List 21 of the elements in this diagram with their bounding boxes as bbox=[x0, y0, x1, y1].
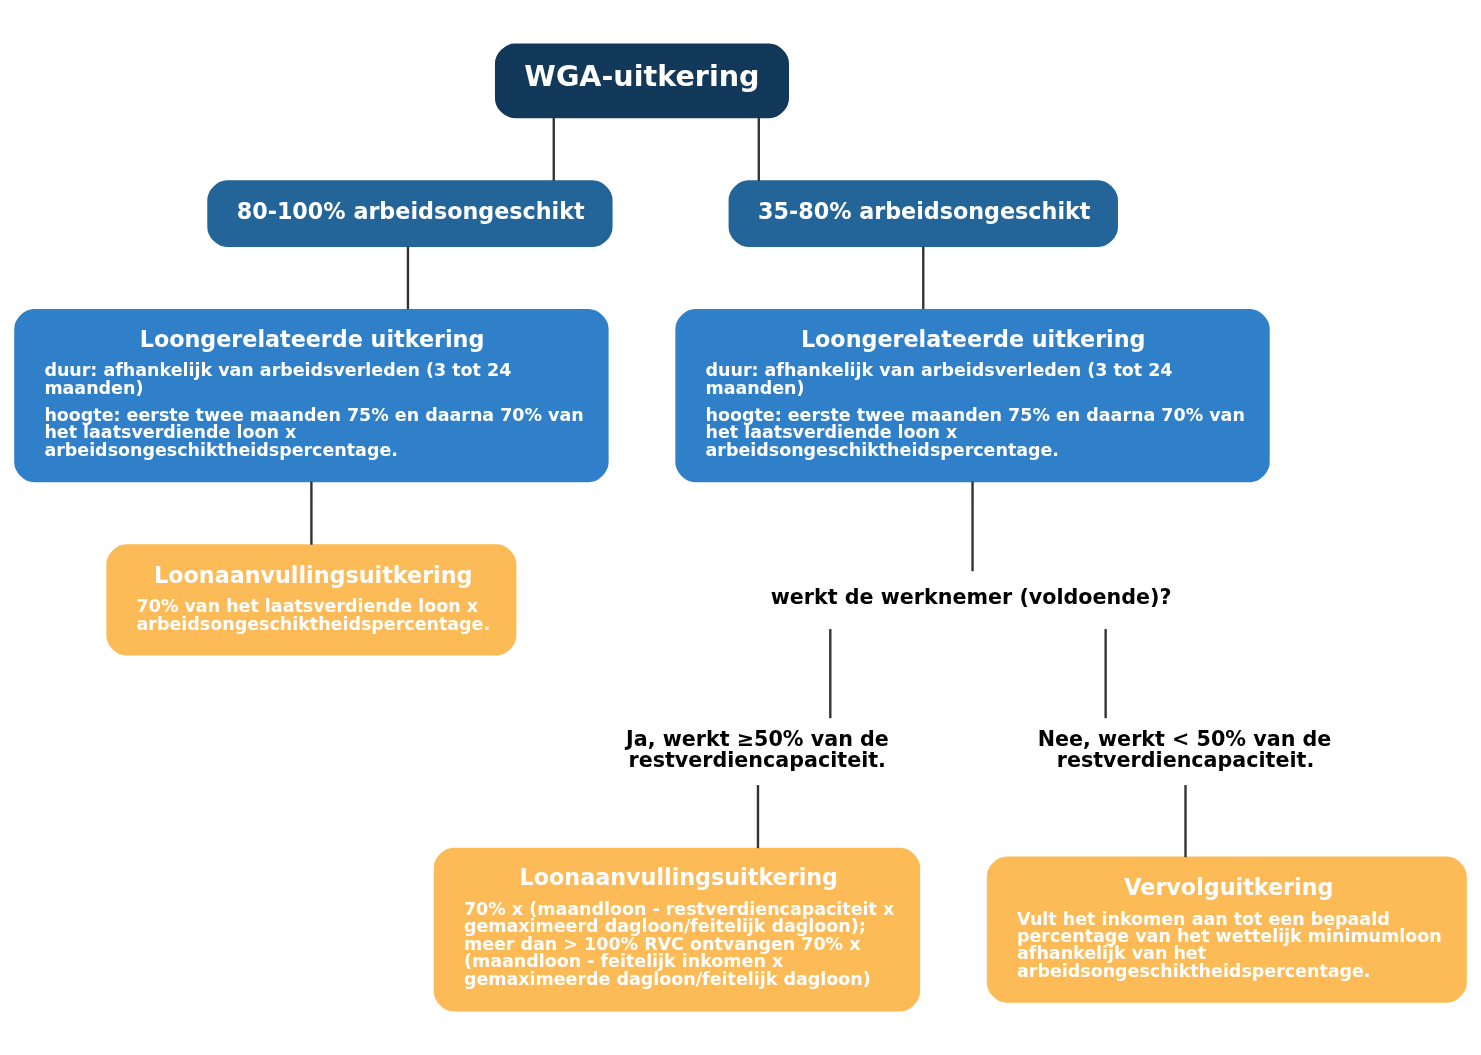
connector bbox=[1104, 629, 1107, 719]
node-box: Loongerelateerde uitkering duur: afhankelijk van arbeidsverleden (3 tot 24 maanden) hoogte: eerste twee maanden 75% en daarna 70% van het laatsverdiende loon x arbeidsongeschiktheidspercentage. bbox=[14, 308, 609, 483]
node-box: Loonaanvullingsuitkering 70% van het laatsverdiende loon x arbeidsongeschiktheidspercentage. bbox=[106, 544, 517, 656]
node-box: 80-100% arbeidsongeschikt bbox=[207, 180, 613, 247]
connector bbox=[829, 629, 832, 719]
node-box: Loongerelateerde uitkering duur: afhankelijk van arbeidsverleden (3 tot 24 maanden) hoogte: eerste twee maanden 75% en daarna 70% van het laatsverdiende loon x arbeidsongeschiktheidspercentage. bbox=[675, 308, 1270, 483]
connector bbox=[1184, 785, 1187, 858]
node-box: Loonaanvullingsuitkering 70% x (maandloon - restverdiencapaciteit x gemaximeerd dagloon/feitelijk dagloon); meer dan > 100% RVC ontvangen 70% x (maandloon - feitelijk inkomen x gemaximeerde dagloon/feitelijk dagloon) bbox=[433, 847, 921, 1012]
connector bbox=[310, 481, 313, 545]
connector bbox=[757, 117, 760, 181]
connector bbox=[552, 117, 555, 181]
node-box: Vervolguitkering Vult het inkomen aan tot een bepaald percentage van het wettelijk minimumloon afhankelijk van het arbeidsongeschiktheidspercentage. bbox=[986, 856, 1467, 1003]
node-box: WGA-uitkering bbox=[494, 43, 789, 119]
node-text: Ja, werkt ≥50% van de restverdiencapaciteit. bbox=[626, 726, 889, 772]
connector bbox=[971, 481, 974, 572]
connector bbox=[756, 785, 760, 849]
node-text: Nee, werkt < 50% van de restverdiencapaciteit. bbox=[1037, 726, 1332, 772]
node-box: 35-80% arbeidsongeschikt bbox=[728, 180, 1118, 247]
connector bbox=[406, 246, 410, 309]
node-text: werkt de werknemer (voldoende)? bbox=[770, 584, 1172, 609]
connector bbox=[922, 246, 925, 309]
